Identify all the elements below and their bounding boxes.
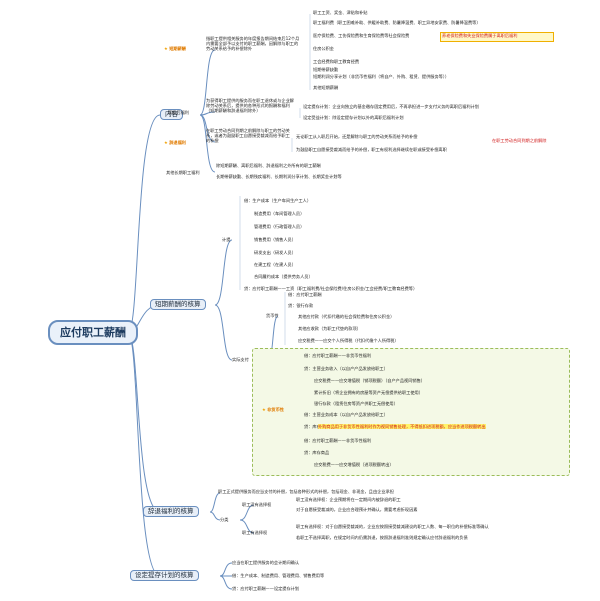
list-item: 工会经费和职工教育经费: [313, 59, 360, 64]
journal-line: 贷：主营业务收入（以自产产品发放给职工）: [304, 366, 388, 371]
accrue-label[interactable]: 计提: [222, 237, 231, 242]
list-item: 设定提存计划：企业向独立的基金缴存固定费用后，不再承担进一步支付义务的离职后福利…: [303, 104, 479, 109]
journal-line: 贷：应付职工薪酬——设定提存计划: [232, 586, 300, 591]
journal-line: 销售费用（销售人员）: [254, 237, 296, 242]
nonmonetary-label[interactable]: ★ 非货币性: [262, 407, 284, 412]
star-icon: ★: [164, 140, 168, 145]
journal-line: 在建工程（在建人员）: [254, 262, 296, 267]
journal-line: 应交税费——应交个人所得税（代扣代缴个人所得税）: [298, 338, 399, 343]
callout-note: [440, 32, 554, 42]
star-icon: ★: [164, 46, 168, 51]
branch-termination[interactable]: 辞退福利的核算: [143, 506, 199, 517]
journal-line: 研发支出（研发人员）: [254, 250, 296, 255]
journal-line: 借：应付职工薪酬: [288, 292, 322, 297]
journal-line: 应当在职工提供服务的会计期间确认: [232, 560, 300, 565]
list-item: 职工有选择权：对于自愿接受裁减的，企业应按照接受裁减建议的职工人数、每一职位的补…: [296, 524, 489, 529]
list-item: 职工福利费（职工困难补助、供暖补助费、防暑降温费、职工异地安家费、防暑降温费等）: [313, 20, 481, 25]
journal-line: 累计折旧（将企业拥有的房屋等资产无偿提供给职工使用）: [314, 390, 423, 395]
journal-line: 贷：应付职工薪酬——工资（职工福利费/社会保险费/住房公积金/工会经费/职工教育…: [244, 286, 418, 291]
branch-content[interactable]: 内容: [160, 109, 183, 120]
termination-desc: 在职工劳动合同到期之前解除与职工的劳动关系，或者为鼓励职工自愿接受裁减而给予职工…: [206, 128, 290, 143]
list-item: 设定受益计划：除设定提存计划以外的离职后福利计划: [303, 115, 404, 120]
journal-line: 借：生产成本、制造费用、管理费用、销售费用等: [232, 573, 325, 578]
nonmonetary-highlight-note: 外购商品用于非货币性福利时作为视同销售处理，不得抵扣进项税额，应当作进项税额转出: [318, 424, 486, 429]
list-item: 其他短期薪酬: [313, 85, 339, 90]
journal-line: 贷：银行存款: [288, 303, 314, 308]
list-item: 职工工资、奖金、津贴和补贴: [313, 10, 368, 15]
journal-line: 银行存款（租赁住房等资产供职工无偿使用）: [314, 401, 398, 406]
journal-line: 其他应收款（为职工代垫的款项）: [298, 326, 361, 331]
monetary-label[interactable]: 货币性: [266, 313, 279, 318]
no-choice-label[interactable]: 职工没有选择权: [242, 502, 272, 507]
has-choice-label[interactable]: 职工有选择权: [242, 530, 268, 535]
journal-line: 管理费用（行政管理人员）: [254, 224, 305, 229]
list-item: 对于自愿接受裁减的，企业应合理预计并确认，需要考虑折现因素: [296, 507, 418, 512]
list-item: 短期利润分享计划（非货币性福利（将自产、外购、租赁、提供服务等））: [313, 74, 450, 79]
list-item: 若职工不选择离职，在规定时间内仍需辞退，按照辞退福利准则规定确认应付辞退福利的负…: [296, 535, 468, 540]
journal-line: 借：应付职工薪酬——非货币性福利: [304, 438, 372, 443]
classification-label[interactable]: 分类: [220, 517, 229, 522]
star-icon: ★: [262, 407, 266, 412]
list-item: 短期带薪缺勤: [313, 67, 339, 72]
list-item: 为鼓励职工自愿接受裁减而给予的补偿，职工有权利选择继续在职或接受补偿离职: [296, 147, 447, 152]
list-item: 除短期薪酬、离职后福利、辞退福利之外所有的职工薪酬: [216, 163, 321, 168]
journal-line: 应交税费——应交增值税（进项税额转出）: [314, 462, 394, 467]
branch-short-term[interactable]: 短期薪酬的核算: [150, 299, 206, 310]
post-employment-desc: 为获得职工提供的服务而在职工退休或与企业解除劳动关系后，提供的各种形式的报酬和福…: [206, 98, 294, 113]
other-long-term-label[interactable]: 其他长期职工福利: [166, 170, 200, 175]
short-term-pay-desc: 指职工提供相关服务的年度报告期间结束后12个月内需要全部予以支付的职工薪酬，因解…: [206, 36, 300, 51]
branch-defined-contribution[interactable]: 设定提存计划的核算: [130, 570, 199, 581]
list-item: 医疗保险费、工伤保险费和生育保险费等社会保险费: [313, 33, 410, 38]
actual-payment-label[interactable]: 实际支付: [232, 357, 249, 362]
journal-line: 应交税费——应交增值税（销项税额）（自产产品视同销售）: [314, 378, 425, 383]
journal-line: 其他应付款（代扣代缴的社会保险费和住房公积金）: [298, 314, 395, 319]
callout-text: 养老保险费和失业保险费属于离职后福利: [442, 33, 518, 38]
journal-line: 合同履约成本（提供劳务人员）: [254, 274, 313, 279]
journal-line: 借：生产成本（生产车间生产工人）: [244, 198, 312, 203]
journal-line: 贷：库存商品: [304, 450, 330, 455]
journal-line: 贷：库存商品: [304, 424, 330, 429]
journal-line: 借：应付职工薪酬——非货币性福利: [304, 353, 372, 358]
list-item: 职工没有选择权：企业预期将在一定期间内被辞退的职工: [296, 497, 401, 502]
termination-callout: 在职工劳动合同到期之前解除: [492, 138, 547, 143]
root-node[interactable]: 应付职工薪酬: [48, 320, 138, 345]
list-item: 长期带薪缺勤、长期残疾福利、长期利润分享计划、长期奖金计划等: [216, 174, 342, 179]
post-employment-label[interactable]: 离职后福利: [168, 110, 189, 115]
short-term-pay-label[interactable]: ★ 短期薪酬: [164, 46, 186, 51]
nonmonetary-region: [252, 348, 570, 476]
termination-label[interactable]: ★ 辞退福利: [164, 140, 186, 145]
termination-desc-line: 职工正式提供服务而应当支付的补偿，包括各种形式的补偿，包括现金、非现金，且由企业…: [218, 489, 394, 494]
list-item: 住房公积金: [313, 46, 334, 51]
list-item: 无论职工从入职后开始，还是解除与职工的劳动关系而给予的补偿: [296, 134, 418, 139]
journal-line: 制造费用（车间管理人员）: [254, 211, 305, 216]
journal-line: 借：主营业务成本（以自产产品发放给职工）: [304, 412, 388, 417]
